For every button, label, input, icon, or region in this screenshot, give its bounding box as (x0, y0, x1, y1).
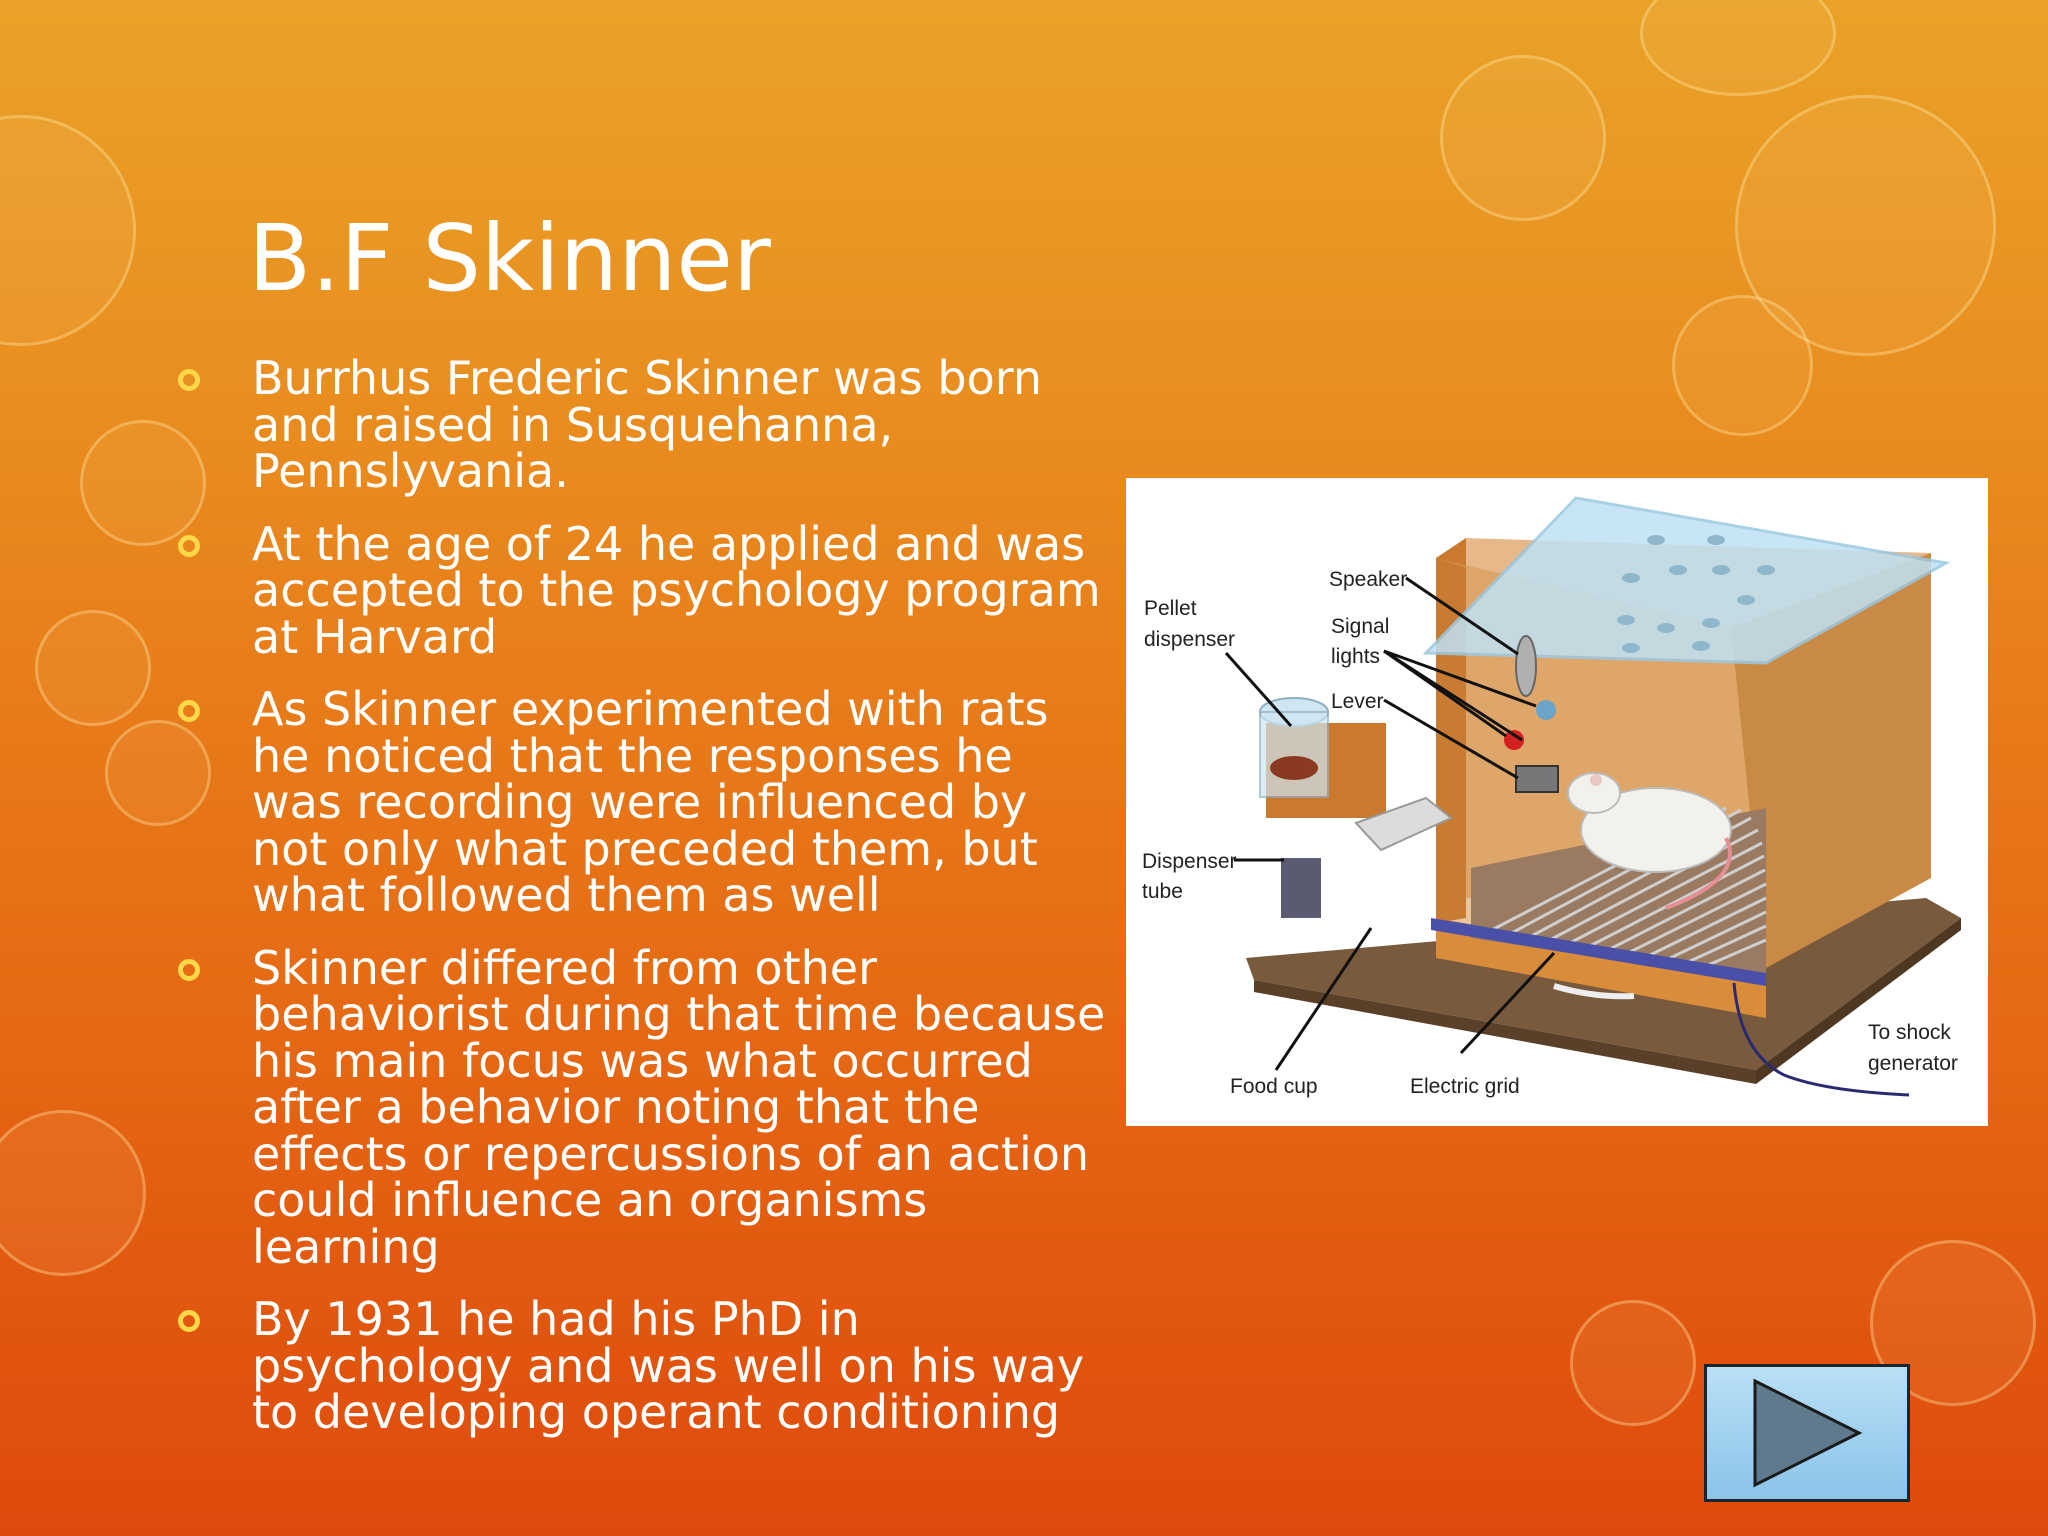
bullet-list: Burrhus Frederic Skinner was born and ra… (175, 355, 1110, 1462)
bokeh-circle (0, 115, 136, 346)
dispenser-tube-label: tube (1142, 880, 1183, 903)
skinner-box-illustration: Speaker Signal lights Lever Pellet dispe… (1126, 478, 1988, 1126)
bullet-item: As Skinner experimented with rats he not… (175, 686, 1110, 919)
bullet-item: Burrhus Frederic Skinner was born and ra… (175, 355, 1110, 495)
play-triangle-icon (1753, 1378, 1863, 1488)
skinner-box-drawing: Speaker Signal lights Lever Pellet dispe… (1142, 496, 1961, 1098)
bokeh-circle (1672, 295, 1813, 436)
signal-lights-label: lights (1331, 645, 1380, 668)
ring-bullet-icon (178, 700, 200, 722)
bullet-item: Skinner differed from other behaviorist … (175, 940, 1110, 1274)
bullet-item: By 1931 he had his PhD in psychology and… (175, 1296, 1110, 1436)
next-slide-button[interactable] (1704, 1364, 1910, 1502)
bullet-text: As Skinner experimented with rats he not… (252, 682, 1049, 922)
bullet-text: At the age of 24 he applied and was acce… (252, 516, 1101, 664)
shock-generator-label: generator (1868, 1052, 1958, 1075)
bullet-text: Burrhus Frederic Skinner was born and ra… (252, 351, 1042, 498)
speaker-label: Speaker (1329, 568, 1407, 591)
bokeh-circle (80, 420, 206, 546)
ring-bullet-icon (178, 1310, 200, 1332)
bokeh-circle (1440, 55, 1606, 221)
slide-title: B.F Skinner (248, 205, 771, 312)
bokeh-circle (0, 1110, 146, 1276)
ring-bullet-icon (178, 534, 200, 557)
signal-lights-label: Signal (1331, 615, 1389, 638)
shock-generator-label: To shock (1868, 1021, 1951, 1044)
bullet-text: By 1931 he had his PhD in psychology and… (252, 1292, 1085, 1439)
electric-grid-label: Electric grid (1410, 1075, 1520, 1098)
pellet-dispenser-label: Pellet (1144, 597, 1197, 620)
bokeh-circle (1570, 1300, 1696, 1426)
bullet-item: At the age of 24 he applied and was acce… (175, 516, 1110, 664)
bokeh-circle (1640, 0, 1836, 96)
ring-bullet-icon (178, 958, 200, 981)
lever-label: Lever (1331, 690, 1384, 713)
dispenser-tube-label: Dispenser (1142, 850, 1237, 873)
bullet-text: Skinner differed from other behaviorist … (252, 940, 1106, 1274)
pellet-dispenser-label: dispenser (1144, 628, 1235, 651)
bokeh-circle (35, 610, 151, 726)
ring-bullet-icon (178, 369, 200, 391)
bokeh-circle (1735, 95, 1996, 356)
food-cup-label: Food cup (1230, 1075, 1318, 1098)
bokeh-circle (105, 720, 211, 826)
